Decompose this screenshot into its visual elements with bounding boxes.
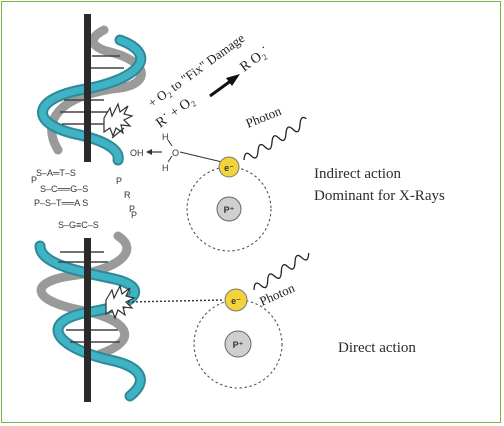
reaction-arrowhead xyxy=(226,74,240,86)
base-r: R xyxy=(124,190,131,200)
indirect-action-label: Indirect action xyxy=(314,166,402,182)
base-row-2: S–C══G–S xyxy=(40,184,88,194)
proton-label: P⁺ xyxy=(224,205,235,215)
base-row-1: S–A═T–S xyxy=(36,168,76,178)
dna-helix-icon xyxy=(34,231,146,402)
electron-icon xyxy=(224,288,248,312)
base-row-4: S–G≡C–S xyxy=(58,220,99,230)
reaction-line-1: + O₂ to "Fix" Damage xyxy=(145,30,248,110)
h-label-1: H xyxy=(162,132,169,142)
oh-label: OH xyxy=(130,148,144,158)
dna-strand-back xyxy=(36,231,132,359)
h-label-2: H xyxy=(162,163,169,173)
orbit-ring xyxy=(186,166,272,252)
reaction-arrow-icon xyxy=(209,78,233,98)
base-p-a: P xyxy=(116,176,122,186)
base-p-c: P xyxy=(129,204,135,214)
photon-wave-icon xyxy=(243,116,307,161)
base-row-3: P–S–T══A S xyxy=(34,198,88,208)
damage-burst-icon xyxy=(103,102,134,138)
base-p-b: P xyxy=(31,175,37,185)
dna-strand-back xyxy=(47,25,146,155)
dna-helix-icon xyxy=(37,14,147,166)
direct-path xyxy=(127,299,225,303)
photon-label-top: Photon xyxy=(244,103,284,131)
proton-icon xyxy=(216,196,242,222)
electron-label: e⁻ xyxy=(224,163,234,173)
atom-bottom: P⁺ e⁻ xyxy=(193,288,283,389)
reaction-product-group: R O₂˙ xyxy=(238,44,273,75)
base-pairs: S–A═T–S P P S–C══G–S R P–S–T══A S P S–G≡… xyxy=(31,168,137,230)
o-label: O xyxy=(172,148,179,158)
indirect-action-note: Dominant for X-Rays xyxy=(314,188,445,204)
dna-rungs xyxy=(58,251,120,343)
direct-action-label: Direct action xyxy=(338,340,416,356)
dna-axis-rod xyxy=(84,14,91,162)
photon-wave-icon xyxy=(253,253,310,291)
electron-label: e⁻ xyxy=(231,296,241,306)
electron-icon xyxy=(218,156,240,178)
damage-burst-icon xyxy=(105,284,136,320)
reaction-product: R O₂˙ xyxy=(238,44,273,75)
reaction-fix: + O₂ to "Fix" Damage xyxy=(145,30,248,110)
base-p-d: P xyxy=(131,210,137,220)
photon-label-bottom: Photon xyxy=(257,280,297,309)
proton-label: P⁺ xyxy=(233,340,244,350)
dna-axis-rod xyxy=(84,238,91,402)
hydroxyl-molecule: OH H O H xyxy=(111,127,223,173)
atom-top: P⁺ e⁻ xyxy=(186,156,272,252)
proton-icon xyxy=(224,330,252,358)
